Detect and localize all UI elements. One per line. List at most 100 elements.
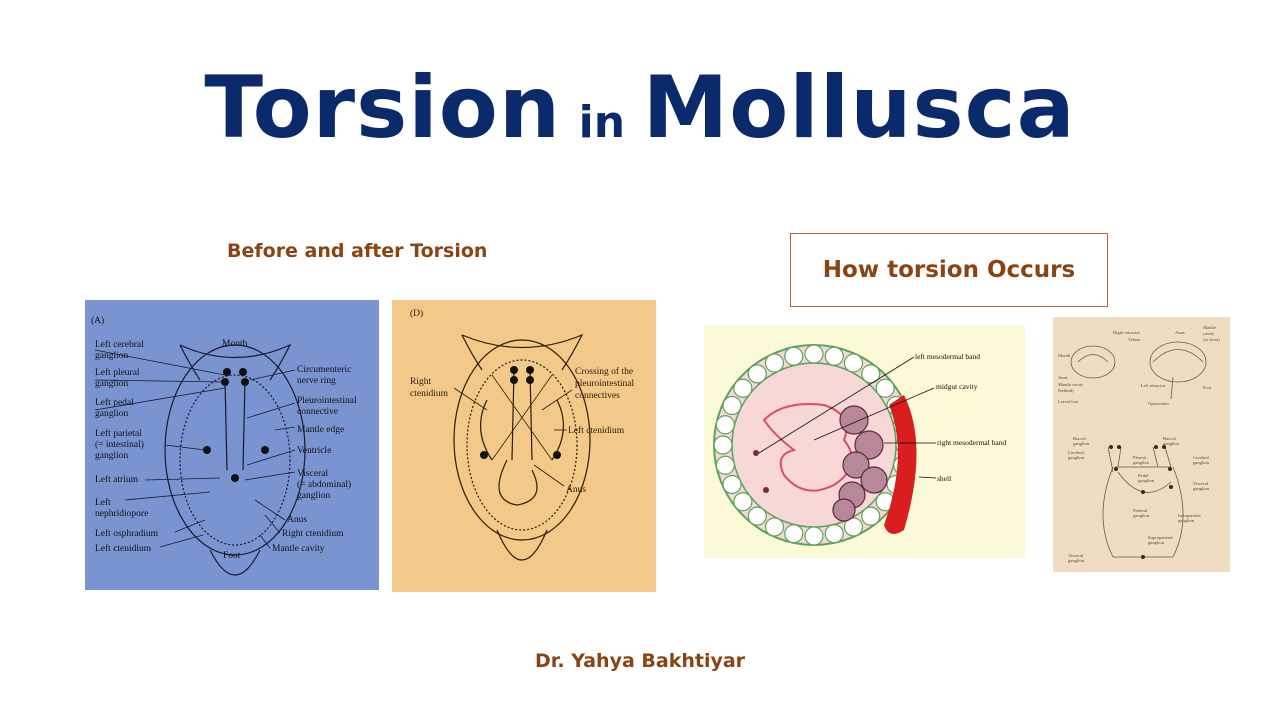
figure-embryo-section: left mesodermal band midgut cavity right… — [704, 325, 1025, 558]
how-torsion-box: How torsion Occurs — [790, 233, 1108, 307]
figure-a-tag: (A) — [91, 315, 104, 326]
figure-a-diagram: (A) Mouth Left cerebral ganglion Left pl… — [91, 315, 357, 576]
label-f-cerebral-r: Cerebral — [1193, 455, 1210, 460]
embryo-cell — [861, 364, 881, 384]
label-f-visceral-b: Visceral — [1068, 553, 1084, 558]
label-left-ctenidium: Left ctenidium — [95, 543, 152, 554]
figure-f-diagram: Right retractor Velum Anus Mantle cavity… — [1058, 325, 1220, 563]
label-left-pleural: Left pleural — [95, 367, 140, 378]
label-left-pedal-2: ganglion — [95, 409, 128, 419]
embryo-cell — [722, 474, 742, 495]
figure-d-tag: (D) — [410, 308, 423, 319]
label-f-cerebral: Cerebral — [1068, 450, 1085, 455]
label-left-parietal-3: ganglion — [95, 451, 128, 461]
label-d-right: Right — [410, 377, 431, 387]
label-f-visceral-2: ganglion — [1193, 486, 1210, 491]
label-f-mantle: Mantle — [1203, 325, 1216, 330]
label-left-parietal-2: (= intestinal) — [95, 439, 144, 450]
label-midgut-cavity: midgut cavity — [936, 382, 978, 391]
embryo-cell — [784, 524, 804, 544]
label-circumenteric-2: nerve ring — [297, 376, 336, 386]
embryo-cell — [764, 353, 785, 373]
embryo-cell — [843, 517, 864, 537]
label-f-cerebral-r2: ganglion — [1193, 460, 1210, 465]
label-f-visceral-b2: ganglion — [1068, 558, 1085, 563]
label-left-atrium: Left atrium — [95, 474, 139, 485]
label-f-larval-foot: Larval foot — [1058, 399, 1079, 404]
label-f-operculum: Operculum — [1148, 401, 1169, 406]
label-f-buccal-r2: ganglion — [1163, 441, 1180, 446]
embryo-cell — [824, 524, 844, 544]
figure-e-diagram: left mesodermal band midgut cavity right… — [713, 344, 1006, 546]
embryo-cell — [875, 378, 895, 398]
label-f-anus: Anus — [1175, 330, 1185, 335]
label-d-crossing-3: connectives — [575, 391, 620, 401]
embryo-cell — [733, 378, 753, 398]
label-left-pedal: Left pedal — [95, 397, 134, 408]
label-mouth: Mouth — [222, 339, 248, 349]
label-d-crossing: Crossing of the — [575, 366, 633, 377]
label-left-nephridiopore: Left — [95, 497, 111, 508]
label-f-buccal-r: Buccal — [1163, 436, 1176, 441]
label-f-anus-b: Anus — [1058, 375, 1068, 380]
label-left-nephridiopore-2: nephridiopore — [95, 509, 148, 519]
label-left-parietal: Left parietal — [95, 428, 142, 439]
label-anus: Anus — [287, 515, 307, 525]
label-right-mesodermal-band: right mesodermal band — [937, 438, 1006, 447]
label-ventricle: Ventricle — [297, 446, 331, 456]
embryo-cell — [861, 506, 881, 526]
label-f-pedal: Pedal — [1138, 473, 1149, 478]
label-d-crossing-2: pleurointestinal — [575, 379, 634, 389]
label-f-velum: Velum — [1128, 337, 1140, 342]
label-foot: Foot — [223, 551, 241, 561]
label-f-cerebral-2: ganglion — [1068, 455, 1085, 460]
embryo-cell — [824, 346, 844, 366]
label-d-anus: Anus — [566, 485, 586, 495]
label-f-pedal-2: ganglion — [1138, 478, 1155, 483]
label-f-parietal: Parietal — [1133, 508, 1148, 513]
slide-title: Torsion in Mollusca — [0, 58, 1280, 158]
author-name: Dr. Yahya Bakhtiyar — [534, 650, 746, 672]
embryo-cell — [733, 492, 753, 512]
label-f-visceral: Visceral — [1193, 481, 1209, 486]
label-f-buccal: Buccal — [1073, 436, 1086, 441]
embryo-cell — [764, 517, 785, 537]
label-d-ctenidium: ctenidium — [410, 389, 449, 399]
label-d-left-ctenidium: Left ctenidium — [568, 425, 625, 436]
label-f-pleural: Pleural — [1133, 455, 1147, 460]
figure-larval-nervous-system: Right retractor Velum Anus Mantle cavity… — [1053, 317, 1230, 572]
label-f-buccal-2: ganglion — [1073, 441, 1090, 446]
embryo-cell — [722, 395, 742, 416]
label-left-mesodermal-band: left mesodermal band — [915, 352, 980, 361]
label-left-cerebral: Left cerebral — [95, 339, 144, 350]
embryo-cell — [843, 353, 864, 373]
embryo-cell — [715, 455, 735, 475]
before-after-heading: Before and after Torsion — [227, 240, 488, 262]
label-f-supraparietal: Supraparietal — [1148, 535, 1173, 540]
label-f-mantle-cavity-b: Mantle cavity — [1058, 382, 1084, 387]
label-f-supraparietal-2: ganglion — [1148, 540, 1165, 545]
label-f-right-retractor: Right retractor — [1113, 330, 1140, 335]
label-mantle-cavity: Mantle cavity — [272, 544, 325, 554]
label-f-cavity: cavity — [1203, 331, 1215, 336]
embryo-cell — [784, 346, 804, 366]
label-f-mouth: Mouth — [1058, 353, 1071, 358]
title-word-in: in — [578, 97, 626, 148]
figure-d-diagram: (D) Right ctenidium Crossing of the pleu… — [410, 308, 634, 561]
embryo-cell — [804, 526, 824, 546]
label-circumenteric: Circumenteric — [297, 365, 351, 375]
figure-after-torsion: (D) Right ctenidium Crossing of the pleu… — [392, 300, 656, 592]
label-left-pleural-2: ganglion — [95, 379, 128, 389]
label-right-ctenidium: Right ctenidium — [282, 529, 344, 539]
label-visceral-2: (= abdominal) — [297, 479, 351, 490]
embryo-cell — [804, 344, 824, 364]
label-pleurointestinal-2: connective — [297, 407, 338, 417]
label-visceral: Visceral — [297, 469, 328, 479]
title-word-torsion: Torsion — [204, 58, 562, 158]
label-left-cerebral-2: ganglion — [95, 351, 128, 361]
label-mantle-edge: Mantle edge — [297, 425, 344, 435]
embryo-cell — [747, 506, 767, 526]
label-visceral-3: ganglion — [297, 491, 330, 501]
how-torsion-heading: How torsion Occurs — [822, 257, 1076, 283]
label-f-left-retractor: Left retractor — [1141, 383, 1166, 388]
